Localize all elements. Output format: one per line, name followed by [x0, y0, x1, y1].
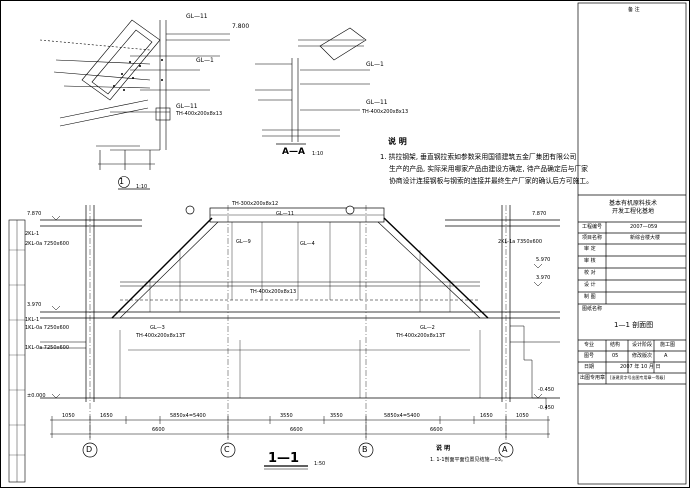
tb-drawing-name: 1—1 剖面图 — [614, 321, 654, 329]
axis-label-a: A — [502, 445, 508, 454]
aa-callout-gl1: GL—1 — [366, 61, 384, 68]
span-3: 6600 — [430, 427, 443, 433]
tag-2kl-0a: 2KL-0a 7250x600 — [25, 241, 70, 247]
dim-1: 1050 — [62, 413, 75, 419]
tb-company: 基本有机原料技术 开发工程化基地 — [608, 200, 657, 215]
label-gl4: GL—4 — [300, 241, 315, 247]
notes-item-1: 1. 拱拉钢架, 垂直钢拉索如参数采用国德建筑五金厂集团有限公司 — [380, 153, 577, 161]
tb-design-stage-label: 设计阶段 — [632, 342, 653, 348]
tag-1kl-0a-2: 1KL-0a 7250x600 — [25, 345, 70, 351]
level-right-4: -0.450 — [538, 387, 555, 393]
span-2: 6600 — [290, 427, 303, 433]
detail-1-marker-circle — [118, 176, 130, 188]
bottom-notes-item-1: 1. 1-1剖面平面位置见结施—03。 — [430, 457, 506, 463]
level-left-4: ±0.000 — [27, 393, 46, 399]
tag-2kl-1: 2KL-1 — [25, 231, 40, 237]
detail-1-callout-gl11: GL—11 — [176, 103, 198, 110]
tb-design-stage: 施工图 — [660, 342, 676, 348]
level-right-5: -0.450 — [538, 405, 555, 411]
tb-proj-no-label: 工程编号 — [582, 224, 603, 230]
axis-circles — [82, 205, 514, 458]
tb-stage-label: 专业 — [584, 342, 595, 348]
tb-sheet-no: 05 — [612, 353, 619, 359]
tag-1kl-1: 1KL-1 — [25, 317, 40, 323]
tb-cert-label: 出图专用章 — [580, 375, 606, 381]
axis-label-d: D — [86, 445, 93, 454]
aa-beam-spec: TH-400x200x8x13 — [362, 109, 409, 115]
dim-2: 1650 — [100, 413, 113, 419]
dim-7: 1650 — [480, 413, 493, 419]
tb-stage: 结构 — [610, 342, 621, 348]
detail-1-graphic — [39, 19, 230, 170]
label-gl11-top: GL—11 — [276, 211, 295, 217]
axis-label-c: C — [224, 445, 230, 454]
tb-drawing-label: 图纸名称 — [582, 306, 603, 312]
aa-callout-gl11: GL—11 — [366, 99, 388, 106]
tb-row-3: 校 对 — [584, 270, 596, 276]
detail-1-beam-spec: TH-400x200x8x13 — [176, 111, 223, 117]
detail-1-callout-gl1: GL—1 — [196, 57, 214, 64]
axis-label-b: B — [362, 445, 368, 454]
dim-4: 3550 — [280, 413, 293, 419]
tb-date: 2007 年 10 月 日 — [620, 364, 661, 370]
tag-2kl-1a: 2KL-1a 7350x600 — [498, 239, 543, 245]
notes-item-2: 生产的产品, 实际采用哪家产品由建设方确定, 待产品确定后与厂家 — [389, 165, 588, 173]
label-gl3: GL—3 — [150, 325, 165, 331]
section-aa-graphic — [255, 27, 370, 142]
dim-3: 5850x4=5400 — [170, 413, 206, 419]
tb-ver-label: 修改版次 — [632, 353, 653, 359]
level-left-3: 3.970 — [27, 302, 42, 308]
beam-bot-spec-left: TH-400x200x8x13T — [136, 333, 186, 339]
tb-ver: A — [664, 353, 668, 359]
beam-mid-spec: TH-400x200x8x13 — [250, 289, 297, 295]
bottom-notes-heading: 说 明 — [436, 445, 451, 452]
tb-header: 备 注 — [628, 7, 640, 13]
label-gl9: GL—9 — [236, 239, 251, 245]
level-right-2: 5.970 — [536, 257, 551, 263]
level-right-3: 3.970 — [536, 275, 551, 281]
tb-row-4: 设 计 — [584, 282, 596, 288]
detail-1-scale: 1:10 — [136, 184, 148, 190]
detail-1-level: 7.800 — [232, 23, 250, 30]
tb-item-label: 项目名称 — [582, 235, 603, 241]
detail-1-callout-top: GL—11 — [186, 13, 208, 20]
beam-top-spec: TH-300x200x8x12 — [232, 201, 279, 207]
level-left-1: 7.870 — [27, 211, 42, 217]
notes-item-3: 协商设计连接钢板与钢索的连接并最终生产厂家的确认后方可施工。 — [389, 177, 593, 185]
tb-item: 新综合楼大楼 — [630, 235, 661, 241]
tb-proj-no: 2007—059 — [630, 224, 658, 230]
tag-1kl-0a-1: 1KL-0a 7250x600 — [25, 325, 70, 331]
label-gl2: GL—2 — [420, 325, 435, 331]
tb-cert: [浙建资字号出图专用章—等级] — [610, 375, 666, 380]
tb-row-2: 审 核 — [584, 258, 596, 264]
tb-sheet-label: 图号 — [584, 353, 595, 359]
level-right-1: 7.870 — [532, 211, 547, 217]
dim-6: 5850x4=5400 — [384, 413, 420, 419]
tb-date-label: 日期 — [584, 364, 595, 370]
dim-8: 1050 — [516, 413, 529, 419]
section-aa-scale: 1:10 — [312, 151, 324, 157]
title-block — [577, 2, 687, 485]
section-aa-title: A—A — [282, 147, 305, 157]
main-section-title: 1—1 — [268, 451, 300, 466]
notes-heading: 说 明 — [388, 137, 407, 146]
main-section-graphic — [40, 205, 560, 440]
main-section-scale: 1:50 — [314, 461, 326, 467]
tb-row-1: 审 定 — [584, 246, 596, 252]
detail-1-rivets — [113, 59, 163, 91]
detail-1-marker: 1 — [119, 177, 125, 186]
tb-row-5: 制 图 — [584, 294, 596, 300]
beam-bot-spec-right: TH-400x200x8x13T — [396, 333, 446, 339]
dim-5: 3550 — [330, 413, 343, 419]
span-1: 6600 — [152, 427, 165, 433]
